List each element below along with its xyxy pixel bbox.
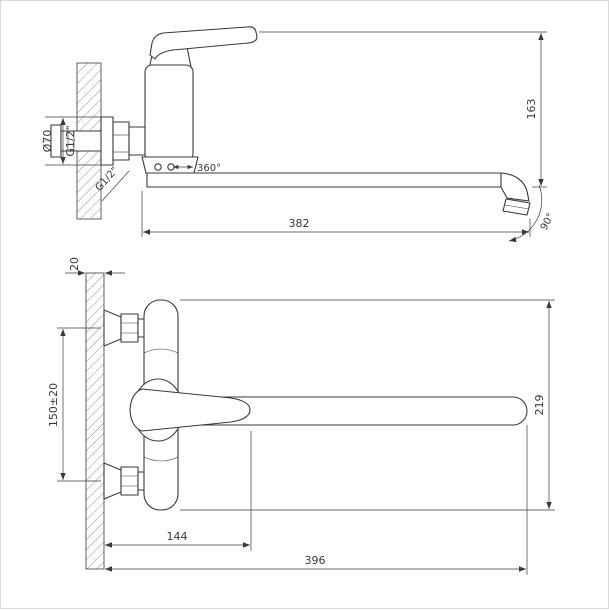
spout-tube-side: [146, 172, 502, 188]
dim-total-length: 396: [105, 425, 528, 575]
swing-label: 90°: [539, 211, 557, 232]
mounting-nut-side: [112, 121, 130, 161]
diameter-label: Ø70: [41, 130, 54, 153]
spout-tip: [500, 172, 530, 202]
escutcheon-front: [103, 309, 122, 347]
height-label: 219: [533, 395, 546, 416]
mixer-body-side: [144, 64, 194, 162]
mounting-nut-front: [120, 313, 139, 343]
escutcheon-front: [103, 462, 122, 500]
dim-inlet-centers: 150±20: [47, 327, 101, 482]
wall-section-front: [85, 272, 105, 570]
body-contour: [143, 456, 179, 462]
dim-wall-thickness: 20: [65, 257, 125, 276]
escutcheon-side: [100, 116, 114, 166]
inlet-centers-label: 150±20: [47, 383, 60, 427]
inlet-thread-leader: [101, 170, 130, 202]
inlet-adapter-side: [128, 126, 146, 156]
lever-handle-side: [149, 26, 258, 60]
dim-reach-382: 382: [141, 191, 531, 237]
aerator-line: [504, 204, 530, 210]
body-length-label: 144: [167, 530, 188, 543]
swivel-label: 360°: [197, 163, 221, 174]
eccentric-connector-bottom: [103, 462, 147, 500]
dim-height-219: 219: [180, 299, 555, 511]
swing-arc: [508, 184, 543, 243]
spout-front: [177, 396, 528, 426]
body-contour: [143, 348, 179, 354]
eccentric-connector-top: [103, 309, 147, 347]
reach-label: 382: [289, 217, 310, 230]
front-view: 20 150±: [47, 257, 555, 575]
height-label: 163: [525, 99, 538, 120]
lever-handle-front: [129, 388, 251, 432]
total-length-label: 396: [305, 554, 326, 567]
thread-label: G1/2": [64, 125, 77, 156]
side-view: 360° G1/2" Ø70 G1/2" 163 382: [41, 26, 557, 243]
dim-height-163: 163: [259, 31, 547, 188]
dim-body-length: 144: [105, 431, 252, 551]
pivot-screw: [154, 163, 162, 171]
mounting-nut-front: [120, 466, 139, 496]
wall-thickness-label: 20: [68, 257, 81, 271]
dim-diameter: Ø70 G1/2": [41, 116, 101, 166]
